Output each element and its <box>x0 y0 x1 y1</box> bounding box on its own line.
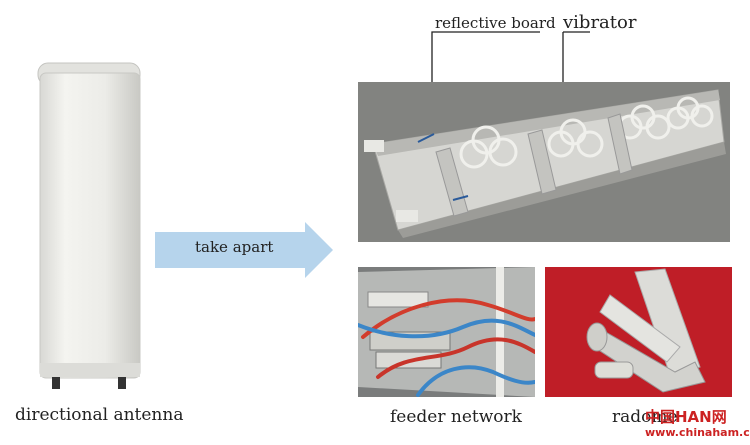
directional-antenna-image <box>20 55 150 395</box>
callout-vibrator: vibrator <box>563 12 637 33</box>
take-apart-label: take apart <box>195 238 274 256</box>
caption-radome: radome <box>612 407 678 427</box>
watermark-url: www.chinaham.cn <box>645 426 750 439</box>
watermark-brand: 中国HAN网 <box>645 408 727 426</box>
caption-feeder-network: feeder network <box>390 407 522 427</box>
callout-reflective-board: reflective board <box>435 14 556 32</box>
caption-directional-antenna: directional antenna <box>15 405 184 425</box>
radome-photo <box>545 267 732 397</box>
disassembled-antenna-photo <box>358 82 730 242</box>
take-apart-arrow <box>155 222 335 278</box>
feeder-network-photo <box>358 267 535 397</box>
